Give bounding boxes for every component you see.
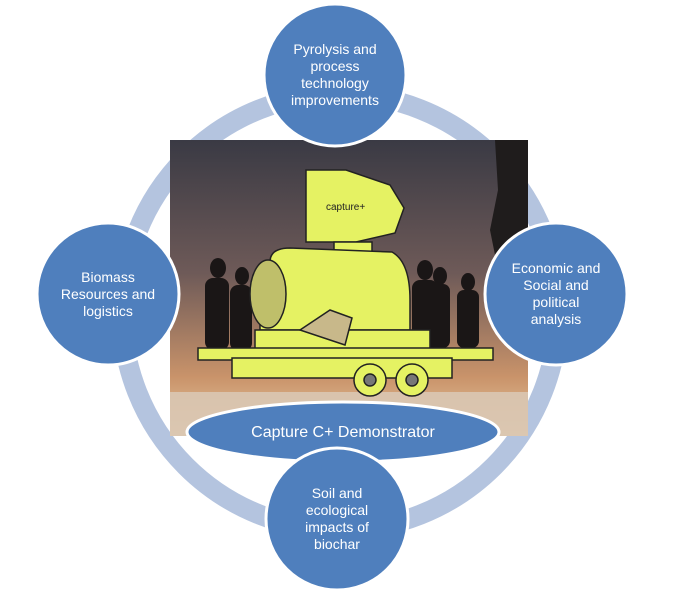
machine-label: capture+	[326, 202, 366, 213]
node-bottom-label: Soil and ecological impacts of biochar	[305, 485, 369, 552]
node-right-circle	[483, 221, 629, 367]
node-top-circle	[262, 2, 408, 148]
people-silhouettes	[205, 258, 479, 351]
node-left-circle	[35, 221, 181, 367]
node-top-label: Pyrolysis and process technology improve…	[291, 41, 379, 108]
node-left-label: Biomass Resources and logistics	[60, 268, 156, 319]
demonstrator-photo	[170, 140, 528, 436]
node-right-label: Economic and Social and political analys…	[511, 260, 601, 327]
center-label: Capture C+ Demonstrator	[251, 424, 435, 441]
node-bottom-circle	[264, 446, 410, 591]
capture-machine	[197, 169, 494, 397]
